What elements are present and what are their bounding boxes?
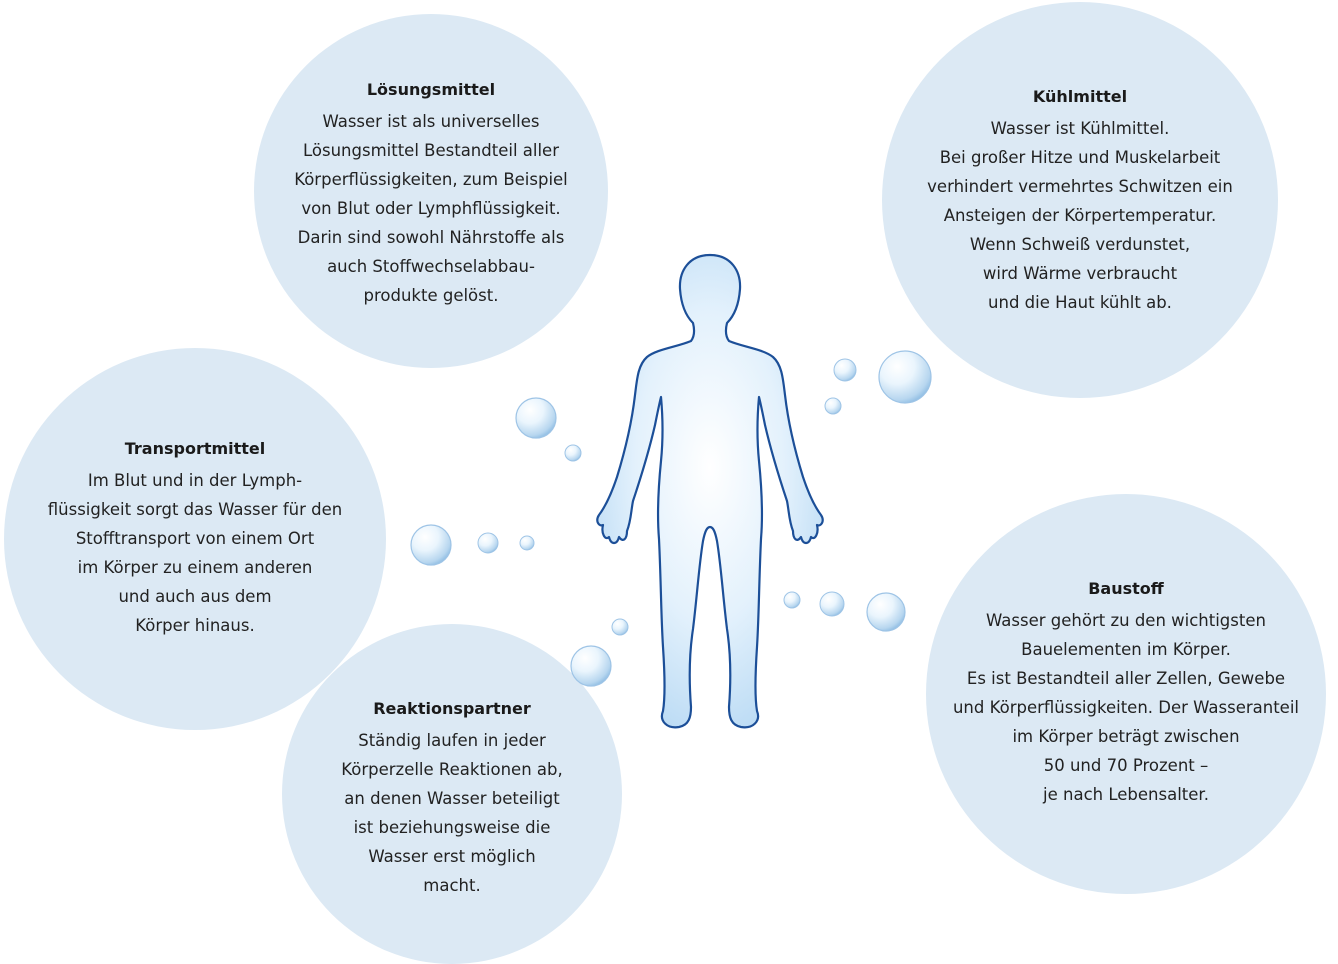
circle-text-line: im Körper zu einem anderen — [77, 557, 313, 577]
circle-text-line: macht. — [423, 875, 481, 895]
circle-title: Reaktionspartner — [373, 698, 531, 718]
circle-baustoff: Baustoff Wasser gehört zu den wichtigste… — [926, 494, 1326, 894]
circle-text-line: Körperzelle Reaktionen ab, — [341, 759, 563, 779]
human-body-icon — [596, 253, 824, 729]
circle-title: Baustoff — [1088, 579, 1164, 598]
circle-transportmittel: Transportmittel Im Blut und in der Lymph… — [4, 348, 386, 730]
circle-text-line: wird Wärme verbraucht — [982, 264, 1178, 283]
circle-text-line: ist beziehungsweise die — [353, 817, 551, 837]
circle-text-line: und auch aus dem — [118, 586, 272, 606]
circle-text-line: und Körperflüssigkeiten. Der Wasserantei… — [952, 698, 1300, 717]
water-bubble-icon — [410, 524, 452, 566]
water-bubble-icon — [878, 350, 932, 404]
circle-text-line: von Blut oder Lymphflüssigkeit. — [301, 199, 561, 218]
water-bubble-icon — [515, 397, 557, 439]
circle-text-line: Bei großer Hitze und Muskelarbeit — [939, 148, 1221, 167]
circle-text-line: Stofftransport von einem Ort — [75, 528, 315, 548]
water-bubble-icon — [564, 444, 582, 462]
circle-loesungsmittel: Lösungsmittel Wasser ist als universelle… — [254, 14, 608, 368]
circle-text-line: produkte gelöst. — [363, 286, 499, 305]
circle-text-line: flüssigkeit sorgt das Wasser für den — [47, 499, 343, 519]
circle-text-line: Wasser gehört zu den wichtigsten — [986, 611, 1266, 630]
circle-text-line: Ansteigen der Körpertemperatur. — [943, 206, 1217, 225]
circle-text-line: auch Stoffwechselabbau- — [327, 257, 535, 276]
circle-text-line: Lösungsmittel Bestandteil aller — [303, 141, 559, 160]
circle-text-line: verhindert vermehrtes Schwitzen ein — [927, 177, 1233, 196]
circle-title: Transportmittel — [124, 438, 266, 458]
circle-text-line: im Körper beträgt zwischen — [1012, 727, 1240, 746]
circle-text-line: Körper hinaus. — [135, 615, 255, 635]
water-bubble-icon — [866, 592, 906, 632]
circle-text-line: Wasser erst möglich — [368, 846, 536, 866]
circle-text-line: Bauelementen im Körper. — [1021, 640, 1231, 659]
water-bubble-icon — [833, 358, 857, 382]
circle-text-line: Im Blut und in der Lymph- — [87, 470, 303, 490]
circle-title: Kühlmittel — [1032, 87, 1128, 106]
circle-title: Lösungsmittel — [366, 80, 496, 99]
circle-kuehlmittel: Kühlmittel Wasser ist Kühlmittel. Bei gr… — [882, 2, 1278, 398]
circle-reaktionspartner: Reaktionspartner Ständig laufen in jeder… — [282, 624, 622, 964]
circle-text-line: 50 und 70 Prozent – — [1043, 756, 1209, 775]
circle-text-line: Wasser ist Kühlmittel. — [990, 119, 1170, 138]
circle-text-line: Körperflüssigkeiten, zum Beispiel — [294, 170, 568, 189]
circle-text-line: und die Haut kühlt ab. — [988, 293, 1172, 312]
circle-text-line: Darin sind sowohl Nährstoffe als — [297, 228, 565, 247]
water-bubble-icon — [477, 532, 499, 554]
circle-text-line: Wasser ist als universelles — [322, 112, 540, 131]
circle-text-line: Ständig laufen in jeder — [358, 730, 546, 750]
circle-text-line: je nach Lebensalter. — [1043, 785, 1209, 804]
water-bubble-icon — [519, 535, 535, 551]
circle-text-line: an denen Wasser beteiligt — [344, 788, 560, 808]
circle-text-line: Es ist Bestandteil aller Zellen, Gewebe — [966, 669, 1286, 688]
circle-text-line: Wenn Schweiß verdunstet, — [969, 235, 1191, 254]
